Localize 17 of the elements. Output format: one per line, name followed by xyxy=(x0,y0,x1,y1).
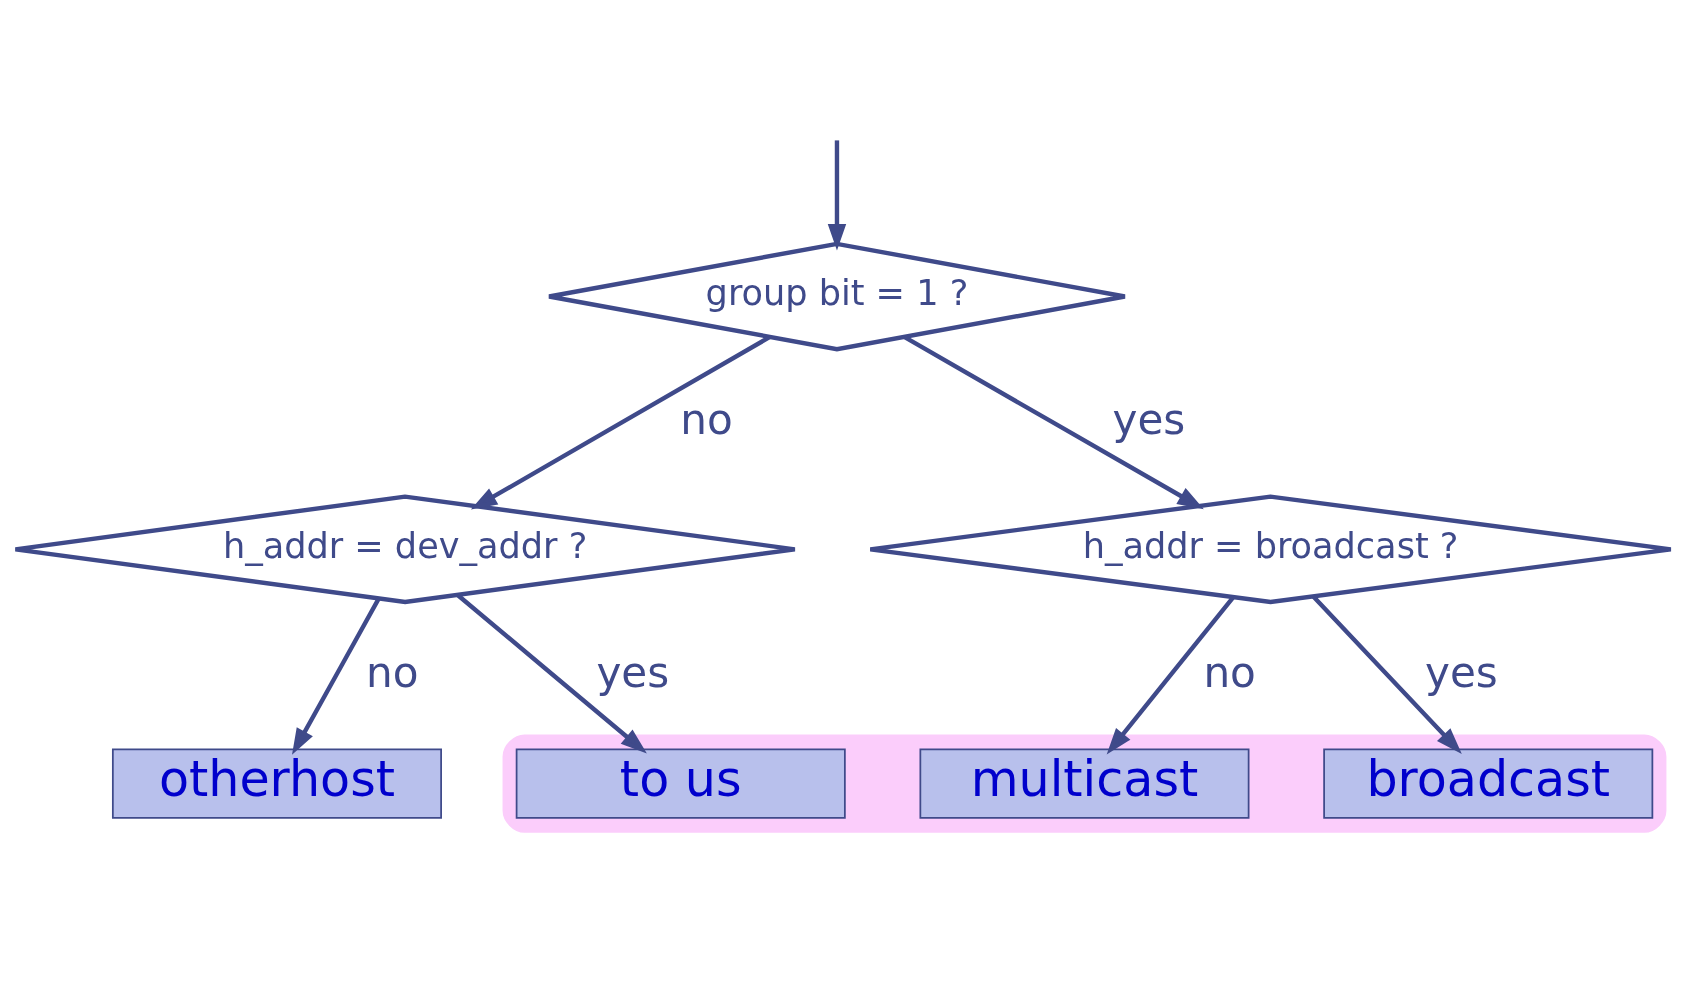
edge-label: yes xyxy=(1112,394,1186,444)
arrow xyxy=(827,139,847,250)
node-diamond: h_addr = broadcast ? xyxy=(868,493,1673,604)
arrow xyxy=(292,597,381,755)
node-box: otherhost xyxy=(111,748,442,819)
edge-label: no xyxy=(680,394,733,444)
cluster xyxy=(502,734,1667,833)
edge-label: no xyxy=(1203,647,1256,697)
node-box: to us xyxy=(515,748,846,819)
edge-label: no xyxy=(366,647,419,697)
node-box: multicast xyxy=(919,748,1250,819)
node-diamond: h_addr = dev_addr ? xyxy=(13,493,798,604)
arrow xyxy=(1106,595,1236,754)
node-diamond: group bit = 1 ? xyxy=(546,241,1128,351)
edge-label: yes xyxy=(596,647,670,697)
node-box: broadcast xyxy=(1323,748,1654,819)
edge-label: yes xyxy=(1424,647,1498,697)
